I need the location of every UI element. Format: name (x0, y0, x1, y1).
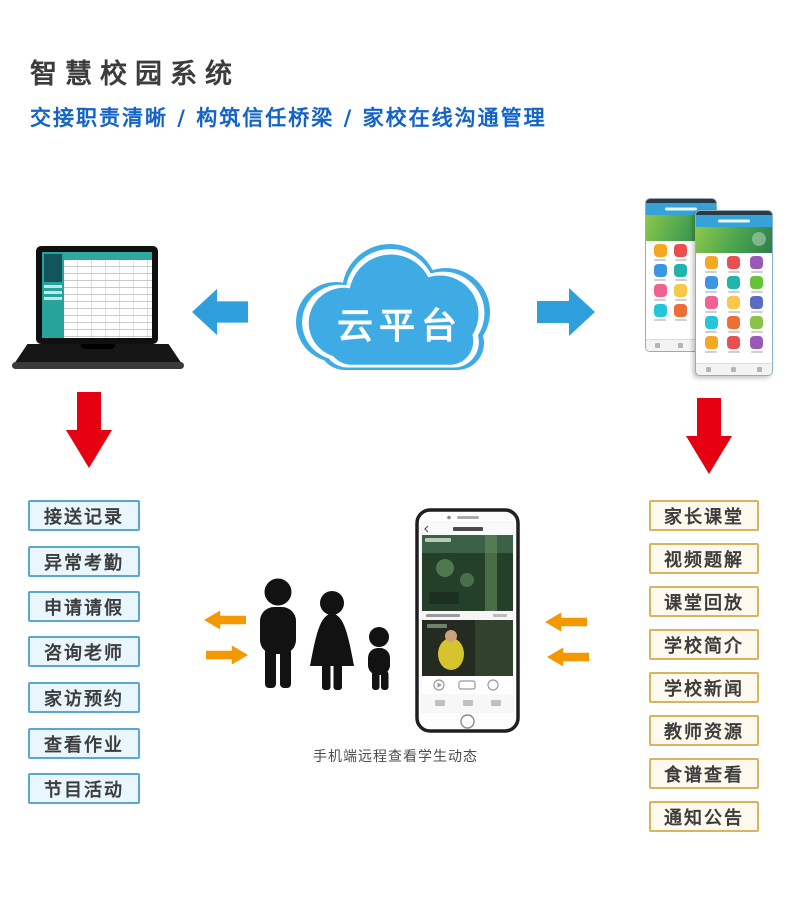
app-icon (671, 304, 692, 321)
record-icon (487, 679, 499, 691)
right-function-box: 学校简介 (649, 629, 759, 660)
cloud-label: 云平台 (337, 306, 463, 347)
left-function-box: 查看作业 (28, 728, 140, 759)
bottom-nav-bar (422, 694, 513, 712)
app-icon (723, 256, 746, 273)
right-function-box: 教师资源 (649, 715, 759, 746)
app-icon (723, 276, 746, 293)
blue-arrow-right (537, 288, 595, 336)
laptop-menu-line (44, 297, 62, 300)
app-icon (650, 244, 671, 261)
app-icon (723, 316, 746, 333)
laptop-data-table (64, 252, 152, 338)
page-subtitle: 交接职责清晰 / 构筑信任桥梁 / 家校在线沟通管理 (30, 106, 547, 130)
red-arrow-down-right (686, 398, 732, 474)
orange-arrow-right-bottom (547, 647, 589, 667)
laptop-screen (36, 246, 158, 344)
parent-figure-2 (310, 591, 354, 690)
back-arrow-icon (424, 525, 429, 533)
app-icon (671, 244, 692, 261)
home-button (460, 714, 475, 729)
laptop-table-rows (64, 260, 152, 338)
app-icon (723, 336, 746, 353)
tab-icon (731, 367, 737, 372)
tab-icon (655, 343, 661, 348)
app-icon-grid (696, 253, 772, 356)
video-title-bar (422, 523, 513, 535)
app-icon (745, 256, 768, 273)
app-phone-front (695, 210, 773, 376)
orange-arrow-left-bottom (206, 645, 248, 665)
laptop-menu-line (44, 285, 62, 288)
phone-status-bar (646, 199, 716, 203)
child-figure (368, 627, 390, 690)
phone-header-bar (696, 215, 772, 227)
left-function-box: 申请请假 (28, 591, 140, 622)
left-function-box: 异常考勤 (28, 546, 140, 577)
front-camera-icon (447, 515, 451, 520)
left-function-box: 咨询老师 (28, 636, 140, 667)
app-icon (700, 316, 723, 333)
laptop-foot (12, 362, 184, 369)
phone-caption: 手机端远程查看学生动态 (313, 749, 478, 765)
left-function-box: 家访预约 (28, 682, 140, 713)
right-function-box: 课堂回放 (649, 586, 759, 617)
orange-arrow-left-top (204, 610, 246, 630)
app-icon (671, 284, 692, 301)
camera-feed-1 (422, 535, 513, 611)
right-function-box: 视频题解 (649, 543, 759, 574)
tab-icon (678, 343, 684, 348)
app-icon (650, 304, 671, 321)
app-icon (745, 276, 768, 293)
tab-icon (706, 367, 712, 372)
phone-tab-bar (696, 363, 772, 375)
app-phones-mock (643, 198, 773, 378)
right-function-box: 家长课堂 (649, 500, 759, 531)
red-arrow-down-left (66, 392, 112, 468)
family-figures (260, 578, 390, 690)
app-icon (723, 296, 746, 313)
left-function-box: 节目活动 (28, 773, 140, 804)
right-function-box: 食谱查看 (649, 758, 759, 789)
app-icon (700, 296, 723, 313)
app-icon (650, 284, 671, 301)
left-function-box: 接送记录 (28, 500, 140, 531)
cloud-platform: 云平台 (296, 244, 490, 370)
camera-feed-2 (422, 620, 513, 676)
feed-caption-row (422, 611, 513, 620)
laptop-photo-thumbnail (44, 254, 62, 282)
play-icon (433, 679, 445, 691)
laptop-base (14, 344, 182, 364)
right-function-box: 通知公告 (649, 801, 759, 832)
orange-arrow-right-top (545, 612, 587, 632)
speaker-icon (457, 516, 479, 519)
app-icon (700, 276, 723, 293)
app-icon (745, 296, 768, 313)
phone-banner-image (696, 227, 772, 253)
tab-icon (756, 367, 762, 372)
app-icon (700, 336, 723, 353)
monitor-phone (415, 508, 520, 733)
phone-status-bar (696, 211, 772, 215)
app-icon (745, 336, 768, 353)
playback-controls-row (422, 676, 513, 694)
laptop-menu-line (44, 291, 62, 294)
page-title: 智慧校园系统 (30, 59, 240, 90)
parent-figure-1 (260, 578, 296, 688)
app-icon (671, 264, 692, 281)
app-icon (650, 264, 671, 281)
blue-arrow-left (192, 288, 248, 336)
app-icon (700, 256, 723, 273)
laptop-table-header (64, 252, 152, 260)
app-icon (745, 316, 768, 333)
laptop (12, 246, 184, 380)
laptop-sidebar (42, 252, 64, 338)
right-function-box: 学校新闻 (649, 672, 759, 703)
snapshot-icon (458, 680, 476, 690)
